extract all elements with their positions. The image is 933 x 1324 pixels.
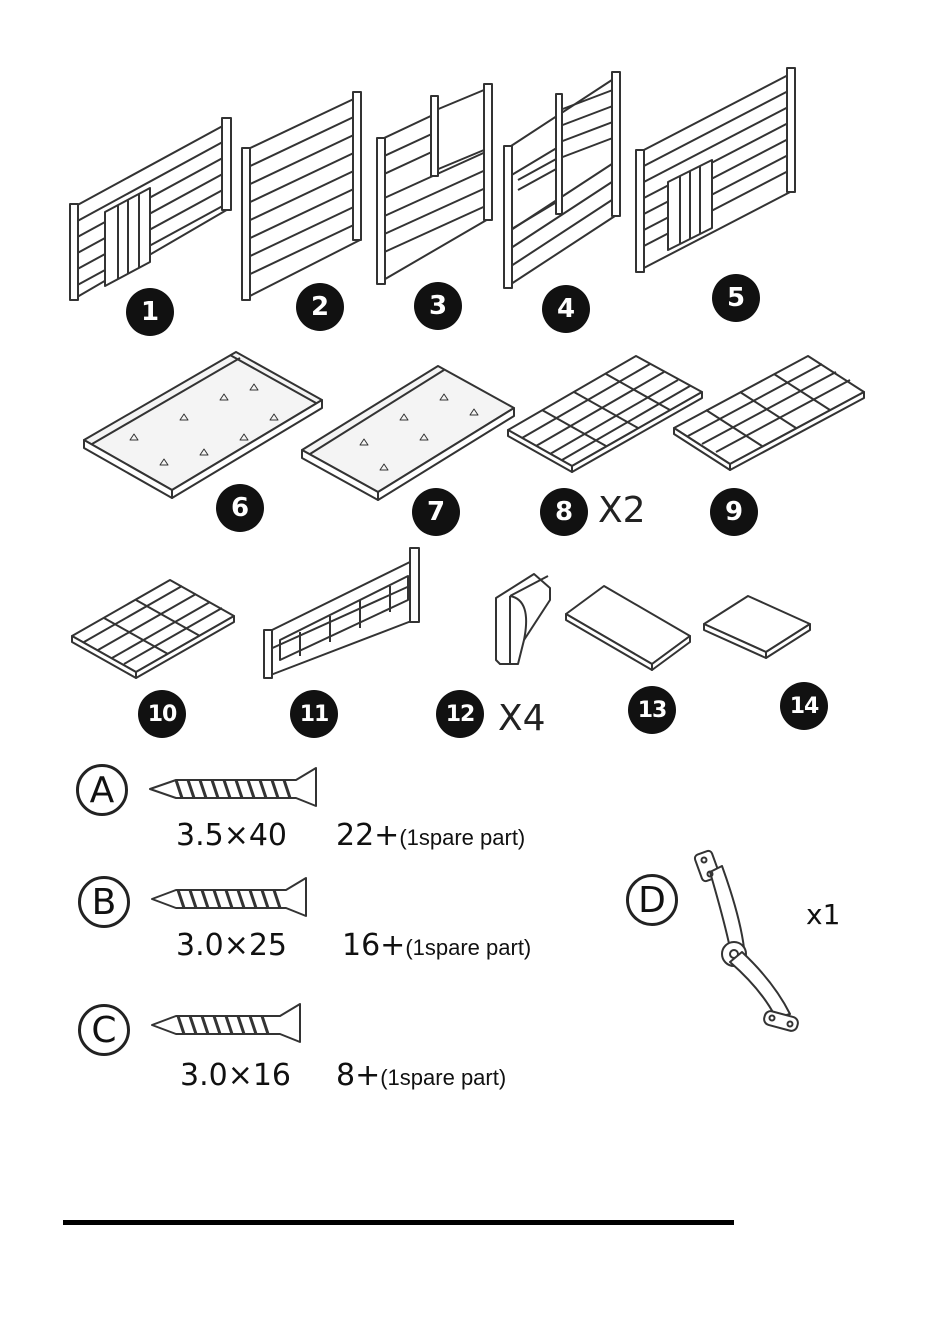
panel-11-rail <box>264 548 419 678</box>
part-8-multiplier: X2 <box>598 490 646 531</box>
hardware-letter-b: B <box>78 876 130 928</box>
hardware-c-size: 3.0×16 <box>180 1058 291 1093</box>
panel-4-wall-with-opening <box>504 72 620 288</box>
panel-1-wall-with-door <box>70 118 231 300</box>
hardware-c-count: 8+(1spare part) <box>336 1058 506 1093</box>
hardware-letter-d: D <box>626 874 678 926</box>
part-12-bracket <box>496 574 550 664</box>
hardware-a-count: 22+(1spare part) <box>336 818 525 853</box>
panel-9-slatted-board <box>674 356 864 470</box>
hardware-d-quantity: x1 <box>806 898 840 931</box>
part-badge-8: 8 <box>540 488 588 536</box>
panel-7-floor-board <box>302 366 514 500</box>
part-badge-10: 10 <box>138 690 186 738</box>
part-13-flat-board <box>566 586 690 670</box>
hinge-d-drawing <box>694 850 799 1032</box>
panel-2-plain-wall <box>242 92 361 300</box>
panel-6-floor-board <box>84 352 322 498</box>
screw-a-drawing <box>150 768 316 806</box>
screw-b-drawing <box>152 878 306 916</box>
part-badge-13: 13 <box>628 686 676 734</box>
panel-8-slatted-board <box>508 356 702 472</box>
part-badge-6: 6 <box>216 484 264 532</box>
part-badge-11: 11 <box>290 690 338 738</box>
part-badge-1: 1 <box>126 288 174 336</box>
part-12-multiplier: X4 <box>498 698 546 739</box>
hardware-b-size: 3.0×25 <box>176 928 287 963</box>
part-badge-7: 7 <box>412 488 460 536</box>
hardware-b-count: 16+(1spare part) <box>342 928 531 963</box>
hardware-letter-c: C <box>78 1004 130 1056</box>
hardware-letter-a: A <box>76 764 128 816</box>
part-badge-5: 5 <box>712 274 760 322</box>
screw-c-drawing <box>152 1004 300 1042</box>
panel-3-wall-with-window <box>377 84 492 284</box>
panel-10-small-slatted-board <box>72 580 234 678</box>
part-badge-4: 4 <box>542 285 590 333</box>
part-badge-9: 9 <box>710 488 758 536</box>
footer-rule <box>63 1220 734 1225</box>
part-badge-14: 14 <box>780 682 828 730</box>
hardware-a-size: 3.5×40 <box>176 818 287 853</box>
part-badge-2: 2 <box>296 283 344 331</box>
part-badge-12: 12 <box>436 690 484 738</box>
part-badge-3: 3 <box>414 282 462 330</box>
part-14-flat-board <box>704 596 810 658</box>
panel-5-wall-with-door <box>636 68 795 272</box>
